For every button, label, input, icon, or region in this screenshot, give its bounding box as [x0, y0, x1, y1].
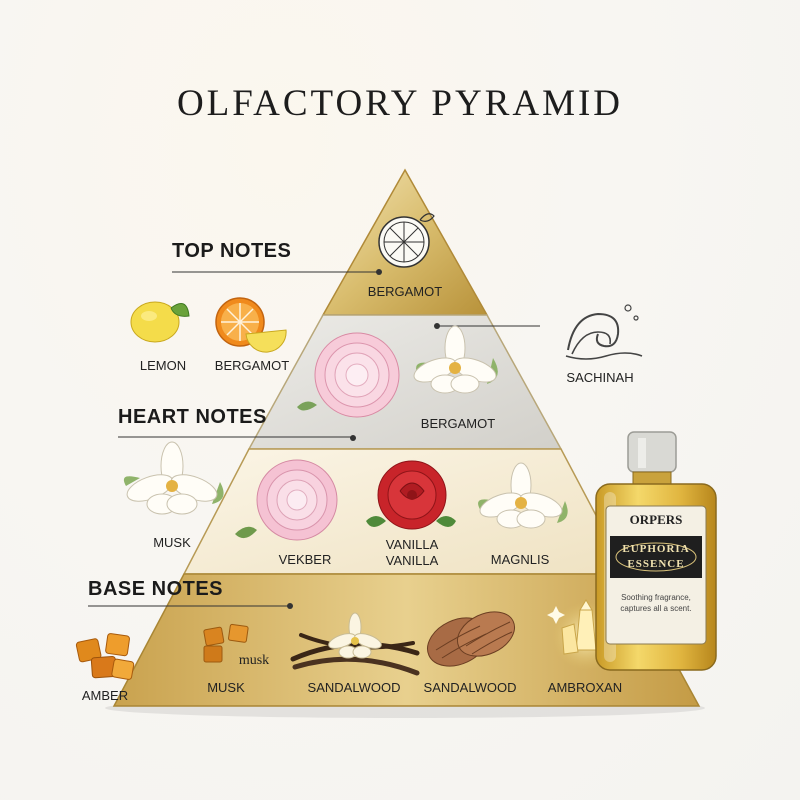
lower-middle-note-1: VEKBER — [278, 552, 332, 567]
side-note-musk: MUSK — [153, 535, 191, 550]
tier-base — [112, 573, 701, 707]
bottle-name-1: EUPHORIA — [622, 543, 690, 555]
page-title: OLFACTORY PYRAMID — [176, 83, 624, 124]
bottle-brand: ORPERS — [629, 512, 683, 527]
base-note-1: MUSK — [207, 680, 245, 695]
lemon-icon — [130, 301, 190, 343]
upper-middle-note: BERGAMOT — [420, 416, 496, 431]
base-notes-dot — [287, 603, 293, 609]
side-note-amber: AMBER — [81, 688, 129, 703]
base-note-2: SANDALWOOD — [307, 680, 401, 695]
heart-notes-dot — [350, 435, 356, 441]
peony-icon-lower — [235, 459, 338, 541]
citrus-slice-icon — [378, 213, 435, 268]
bottle-small-text: Soothing fragrance, captures all a scent… — [620, 593, 692, 613]
lower-middle-note-3: MAGNLIS — [490, 552, 550, 567]
orange-slice-icon — [215, 297, 287, 353]
base-inline-label: musk — [238, 653, 270, 668]
side-note-sachinah: SACHINAH — [566, 370, 634, 385]
wave-icon — [565, 304, 643, 360]
base-note-4: AMBROXAN — [547, 680, 623, 695]
side-note-bergamot: BERGAMOT — [214, 358, 290, 373]
lower-middle-note-2: VANILLA VANILLA — [385, 537, 439, 568]
bottle-name-2: ESSENCE — [627, 558, 685, 570]
magnolia-icon-lower — [478, 462, 568, 529]
heart-notes-label: HEART NOTES — [118, 406, 267, 428]
vanilla-icon — [290, 612, 420, 676]
side-note-lemon: LEMON — [139, 358, 187, 373]
base-notes-label: BASE NOTES — [88, 578, 224, 600]
sandalwood-icon — [427, 611, 515, 667]
magnolia-icon — [413, 325, 498, 394]
sachinah-dot — [434, 323, 440, 329]
magnolia-icon-side — [123, 441, 224, 515]
peony-icon — [297, 332, 400, 418]
base-note-3: SANDALWOOD — [423, 680, 517, 695]
top-tier-note: BERGAMOT — [367, 284, 443, 299]
bottle-cap — [627, 431, 677, 473]
amber-cubes-icon — [75, 633, 135, 680]
rose-icon — [366, 460, 456, 530]
perfume-bottle — [595, 431, 717, 671]
musk-amber-icon — [203, 623, 249, 663]
top-notes-label: TOP NOTES — [172, 240, 292, 262]
top-notes-dot — [376, 269, 382, 275]
